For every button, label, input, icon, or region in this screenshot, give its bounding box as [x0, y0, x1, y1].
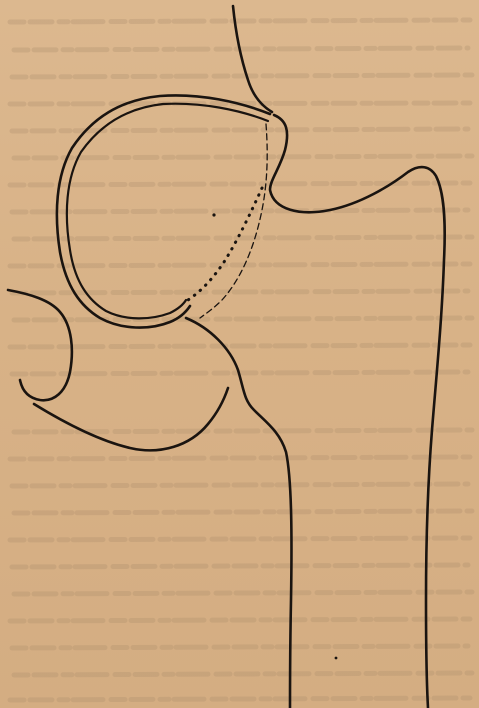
acetabulum-upper-contour: [233, 6, 272, 112]
greater-trochanter-contour: [270, 115, 445, 708]
femoral-shaft-medial: [186, 318, 291, 708]
dotted-epiphyseal-line: [188, 188, 262, 300]
ischium-contour: [34, 388, 228, 450]
pelvis-lower-contour: [8, 290, 72, 400]
femoral-head-outer-line: [57, 95, 270, 327]
ink-speck: [335, 657, 338, 660]
femoral-head-inner-line: [67, 104, 268, 319]
ink-speck: [212, 213, 215, 216]
dashed-neck-line: [200, 124, 267, 318]
